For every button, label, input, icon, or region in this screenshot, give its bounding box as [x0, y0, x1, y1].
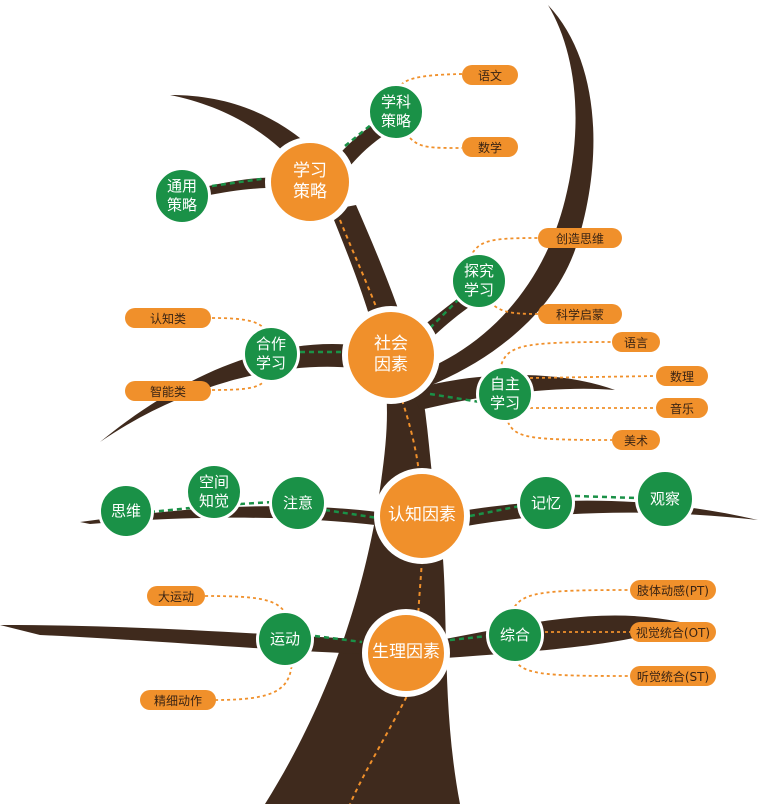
- hub-physiological-factors[interactable]: 生理因素: [362, 609, 450, 697]
- node-memory[interactable]: 记忆: [517, 474, 575, 532]
- tag-music[interactable]: 音乐: [656, 398, 708, 418]
- node-attention[interactable]: 注意: [269, 474, 327, 532]
- node-movement[interactable]: 运动: [256, 610, 314, 668]
- node-inquiry-learning[interactable]: 探究 学习: [450, 252, 508, 310]
- tag-intellect-type[interactable]: 智能类: [125, 381, 211, 401]
- node-spatial-perception[interactable]: 空间 知觉: [185, 463, 243, 521]
- tag-art[interactable]: 美术: [612, 430, 660, 450]
- trunk-dashes: [339, 219, 423, 804]
- node-thinking[interactable]: 思维: [98, 483, 154, 539]
- green-dashes: [149, 123, 637, 644]
- tag-auditory-integration[interactable]: 听觉统合(ST): [630, 666, 716, 686]
- node-autonomous-learning[interactable]: 自主 学习: [476, 365, 534, 423]
- node-general-strategy[interactable]: 通用 策略: [153, 167, 211, 225]
- tag-chinese[interactable]: 语文: [462, 65, 518, 85]
- tag-creative-thinking[interactable]: 创造思维: [538, 228, 622, 248]
- tag-math[interactable]: 数学: [462, 137, 518, 157]
- node-integration[interactable]: 综合: [486, 606, 544, 664]
- tag-language[interactable]: 语言: [612, 332, 660, 352]
- node-observation[interactable]: 观察: [635, 469, 695, 529]
- tag-gross-motor[interactable]: 大运动: [147, 586, 205, 606]
- tag-visual-integration[interactable]: 视觉统合(OT): [630, 622, 716, 642]
- hub-social-factors[interactable]: 社会 因素: [342, 306, 440, 404]
- tag-science-enlightenment[interactable]: 科学启蒙: [538, 304, 622, 324]
- tag-fine-motor[interactable]: 精细动作: [140, 690, 216, 710]
- hub-cognitive-factors[interactable]: 认知因素: [374, 468, 470, 564]
- node-subject-strategy[interactable]: 学科 策略: [367, 83, 425, 141]
- tag-cognitive-type[interactable]: 认知类: [125, 308, 211, 328]
- tag-numeracy[interactable]: 数理: [656, 366, 708, 386]
- node-cooperative-learning[interactable]: 合作 学习: [242, 325, 300, 383]
- hub-study-strategy[interactable]: 学习 策略: [265, 137, 355, 227]
- tag-limb-kinesthetic[interactable]: 肢体动感(PT): [630, 580, 716, 600]
